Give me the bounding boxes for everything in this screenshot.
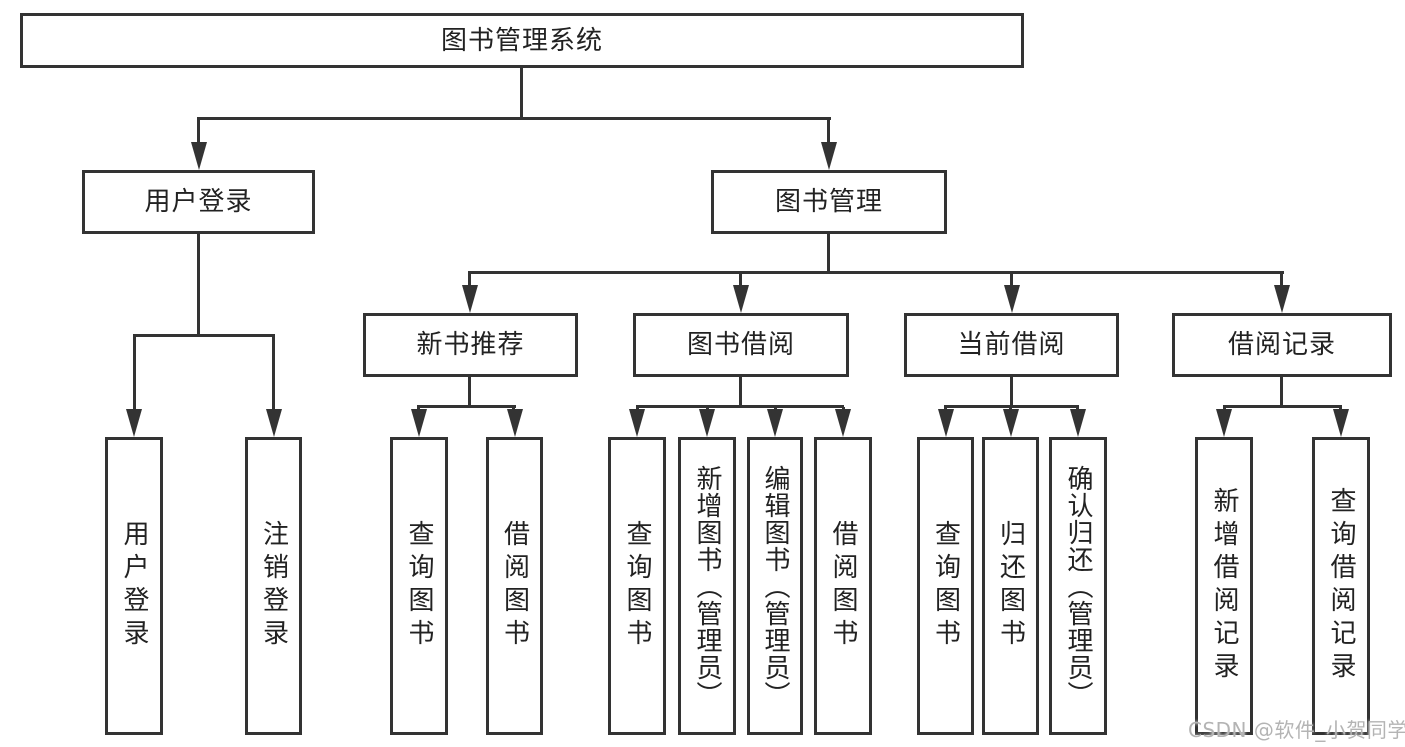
leaf-add-borrow-record: 新增借阅记录 bbox=[1195, 437, 1253, 735]
connector-borrow-stem bbox=[739, 375, 742, 407]
arrow-to-user-login bbox=[191, 142, 207, 170]
leaf-query-borrow-record: 查询借阅记录 bbox=[1312, 437, 1370, 735]
arrow-to-borrow bbox=[733, 285, 749, 313]
arrow-to-recommend bbox=[462, 285, 478, 313]
leaf-borrow-books-recommend: 借阅图书 bbox=[486, 437, 543, 735]
leaf-query-books-recommend: 查询图书 bbox=[390, 437, 448, 735]
leaf-return-book: 归还图书 bbox=[982, 437, 1039, 735]
arrow-to-c3 bbox=[767, 409, 783, 437]
connector-current-stem bbox=[1010, 375, 1013, 407]
csdn-watermark: CSDN @软件_小贺同学 bbox=[1188, 718, 1405, 742]
connector-records-stem bbox=[1280, 375, 1283, 407]
leaf-add-book-admin: 新增图书（管理员） bbox=[678, 437, 736, 735]
arrow-to-leaf-logout bbox=[266, 409, 282, 437]
connector-user-group-branch bbox=[133, 334, 275, 337]
connector-leaf-login-drop bbox=[133, 336, 136, 412]
leaf-borrow-books: 借阅图书 bbox=[814, 437, 872, 735]
node-book-borrow: 图书借阅 bbox=[633, 313, 849, 377]
arrow-to-c2 bbox=[699, 409, 715, 437]
arrow-to-current bbox=[1004, 285, 1020, 313]
leaf-edit-book-admin: 编辑图书（管理员） bbox=[747, 437, 803, 735]
connector-current-drop bbox=[1010, 273, 1013, 287]
connector-user-login-drop bbox=[197, 118, 200, 144]
connector-borrow-drop bbox=[739, 273, 742, 287]
node-new-book-recommend: 新书推荐 bbox=[363, 313, 578, 377]
connector-borrow-branch bbox=[636, 405, 844, 408]
connector-recommend-drop bbox=[468, 273, 471, 287]
arrow-to-e2 bbox=[1333, 409, 1349, 437]
connector-user-login-stem bbox=[197, 232, 200, 336]
connector-current-branch bbox=[944, 405, 1079, 408]
connector-root-stem bbox=[520, 66, 523, 119]
arrow-to-book-mgmt bbox=[821, 142, 837, 170]
arrow-to-b2 bbox=[507, 409, 523, 437]
node-book-management: 图书管理 bbox=[711, 170, 947, 234]
connector-records-branch bbox=[1223, 405, 1342, 408]
arrow-to-d2 bbox=[1003, 409, 1019, 437]
node-user-login: 用户登录 bbox=[82, 170, 315, 234]
connector-book-mgmt-drop bbox=[827, 118, 830, 144]
connector-level3-branch bbox=[468, 271, 1284, 274]
leaf-user-login: 用户登录 bbox=[105, 437, 163, 735]
leaf-confirm-return-admin: 确认归还（管理员） bbox=[1049, 437, 1107, 735]
arrow-to-records bbox=[1274, 285, 1290, 313]
connector-recommend-branch bbox=[417, 405, 516, 408]
arrow-to-d1 bbox=[938, 409, 954, 437]
leaf-query-books-borrow: 查询图书 bbox=[608, 437, 666, 735]
arrow-to-c4 bbox=[835, 409, 851, 437]
connector-recommend-stem bbox=[468, 375, 471, 407]
connector-book-mgmt-stem bbox=[827, 232, 830, 273]
connector-level2-branch bbox=[197, 117, 831, 120]
arrow-to-e1 bbox=[1216, 409, 1232, 437]
connector-leaf-logout-drop bbox=[272, 336, 275, 412]
leaf-query-books-current: 查询图书 bbox=[917, 437, 974, 735]
arrow-to-leaf-login bbox=[126, 409, 142, 437]
leaf-logout: 注销登录 bbox=[245, 437, 302, 735]
arrow-to-d3 bbox=[1070, 409, 1086, 437]
arrow-to-b1 bbox=[411, 409, 427, 437]
node-root-library-system: 图书管理系统 bbox=[20, 13, 1024, 68]
node-borrow-records: 借阅记录 bbox=[1172, 313, 1392, 377]
arrow-to-c1 bbox=[629, 409, 645, 437]
node-current-borrow: 当前借阅 bbox=[904, 313, 1119, 377]
connector-records-drop bbox=[1280, 273, 1283, 287]
